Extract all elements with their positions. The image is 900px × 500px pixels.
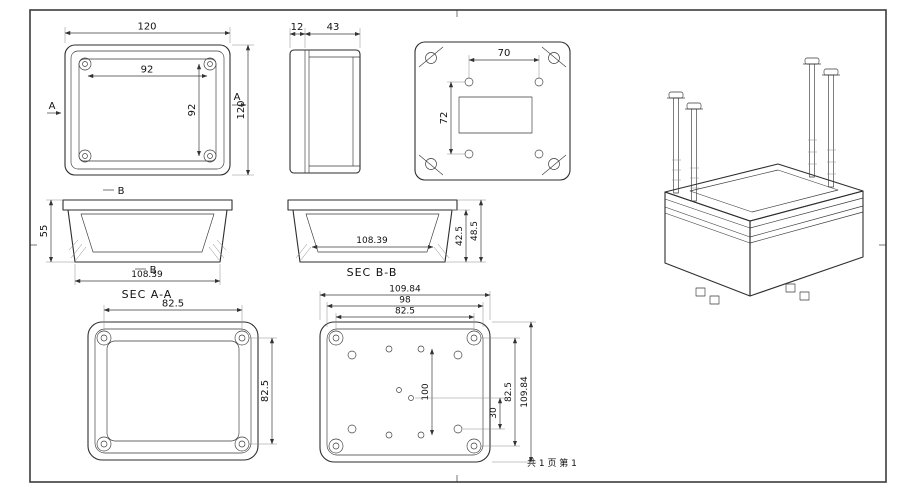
dim-outer-width: 120	[137, 22, 156, 33]
back-view-dimensions: 70 72	[439, 48, 540, 155]
dim-hole-spacing-h: 82.5	[162, 299, 184, 310]
section-b-markers: B B	[103, 186, 157, 276]
side-view: 12 43	[289, 22, 361, 174]
bottom-view-plain: 82.5 82.5	[87, 299, 277, 461]
dim-inner-height: 92	[187, 104, 198, 117]
corner-screw-holes	[78, 57, 217, 163]
dim-inner-width: 108.39	[356, 236, 388, 246]
section-bb-dimensions: 108.39 42.5 48.5	[311, 199, 486, 263]
section-marker-b-top: B	[118, 186, 125, 197]
top-view-dimensions: 120 92 92 120	[64, 22, 254, 176]
dim-offset: 30	[489, 407, 499, 419]
side-view-dimensions: 12 43	[289, 22, 361, 48]
section-hatching	[68, 239, 227, 262]
top-view: 120 92 92 120 A A	[47, 22, 254, 176]
dim-depth-inner: 42.5	[455, 226, 465, 246]
page-note: 共 1 页 第 1	[527, 457, 577, 469]
section-aa-view: 55 108.39 B B SEC A-A	[39, 186, 233, 301]
dim-outer-height: 109.84	[520, 376, 530, 408]
border-frame	[29, 9, 887, 483]
section-a-markers: A A	[47, 92, 247, 116]
dim-inner-width: 92	[141, 65, 154, 76]
dim-hole-spacing-h: 70	[498, 48, 511, 59]
dim-mid-width: 98	[399, 296, 411, 306]
dim-inner-width: 108.39	[131, 270, 163, 280]
lid-screws	[667, 57, 840, 202]
dim-depth-outer: 48.5	[470, 221, 480, 241]
corner-bosses	[418, 46, 567, 176]
dim-body-depth: 43	[327, 22, 340, 33]
dim-hole-spacing-v: 82.5	[260, 380, 271, 402]
center-recess	[458, 96, 533, 134]
dim-hole-spacing-v: 72	[439, 112, 450, 125]
bottom-view-detail: 109.84 98 82.5 100 30 82.5 109.84	[319, 285, 536, 463]
section-marker-b-bottom: B	[150, 265, 157, 276]
section-hatching	[295, 243, 450, 262]
section-aa-label: SEC A-A	[122, 288, 173, 301]
mounting-feet	[695, 283, 810, 305]
bottom-view-dimensions: 82.5 82.5	[103, 299, 277, 445]
section-aa-dimensions: 55 108.39	[39, 199, 221, 285]
inner-mounting-holes	[347, 345, 463, 439]
dim-hole-height: 82.5	[504, 382, 514, 402]
section-bb-view: 108.39 42.5 48.5 SEC B-B	[287, 199, 486, 279]
back-view: 70 72	[414, 41, 571, 181]
section-marker-a-right: A	[234, 92, 241, 103]
dim-total-height: 55	[39, 225, 50, 238]
dim-lid-depth: 12	[291, 22, 304, 33]
dim-inner-height: 100	[421, 383, 431, 400]
bottom-detail-dimensions: 109.84 98 82.5 100 30 82.5 109.84	[319, 285, 536, 463]
dim-outer-width: 109.84	[389, 285, 421, 295]
dim-hole-width: 82.5	[395, 307, 415, 317]
section-marker-a-left: A	[49, 101, 56, 112]
section-bb-label: SEC B-B	[347, 266, 398, 279]
isometric-view	[664, 57, 864, 305]
dim-outer-height: 120	[236, 100, 247, 119]
